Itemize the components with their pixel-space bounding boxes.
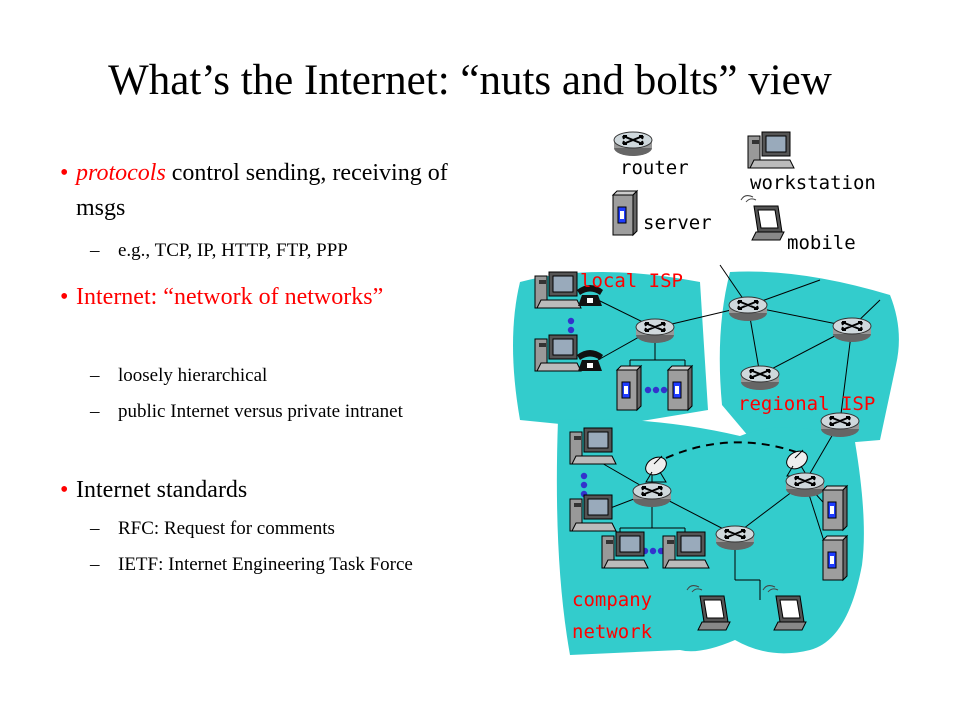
workstation-icon [569, 427, 617, 465]
sub-bullet-marker: – [90, 365, 100, 386]
server-label: server [643, 212, 712, 234]
bullet-text: Internet: “network of networks” [76, 284, 384, 310]
regional-isp-label: regional ISP [738, 393, 875, 415]
router-icon [632, 482, 672, 508]
router-icon [613, 131, 653, 157]
workstation-icon [662, 531, 710, 569]
local-isp-label: local ISP [580, 270, 683, 292]
router-icon [832, 317, 872, 343]
workstation-icon [569, 494, 617, 532]
sub-bullet-text: e.g., TCP, IP, HTTP, FTP, PPP [118, 240, 348, 261]
protocols-description: control sending, receiving of msgs [76, 160, 448, 221]
local-isp-cloud [513, 272, 708, 428]
server-icon [612, 190, 638, 236]
satellite-link [665, 441, 797, 459]
server-icon [616, 365, 642, 411]
bullet-text: Internet standards [76, 477, 248, 503]
workstation-icon [534, 334, 582, 372]
router-icon [740, 365, 780, 391]
protocols-term: protocols [76, 160, 166, 186]
mobile-label: mobile [787, 232, 856, 254]
sub-bullet-marker: – [90, 554, 100, 575]
sub-bullet-marker: – [90, 240, 100, 261]
sub-bullet-marker: – [90, 518, 100, 539]
router-icon [785, 472, 825, 498]
sub-bullet-text: public Internet versus private intranet [118, 401, 403, 422]
company-network-label-line1: company [572, 589, 652, 611]
sub-bullet-text: loosely hierarchical [118, 365, 268, 386]
bullet-marker: • [60, 284, 69, 310]
router-icon [635, 318, 675, 344]
workstation-icon [747, 131, 795, 169]
router-icon [728, 296, 768, 322]
server-icon [822, 485, 848, 531]
slide-title: What’s the Internet: “nuts and bolts” vi… [108, 57, 832, 104]
bullet-marker: • [60, 477, 69, 503]
bullet-marker: • [60, 160, 69, 186]
server-icon [822, 535, 848, 581]
router-icon [820, 412, 860, 438]
workstation-icon [534, 271, 582, 309]
router-icon [715, 525, 755, 551]
sub-bullet-text: IETF: Internet Engineering Task Force [118, 554, 413, 575]
server-icon [667, 365, 693, 411]
sub-bullet-text: RFC: Request for comments [118, 518, 335, 539]
company-network-label-line2: network [572, 621, 653, 643]
router-label: router [620, 157, 689, 179]
sub-bullet-marker: – [90, 401, 100, 422]
mobile-icon [740, 195, 785, 241]
workstation-label: workstation [750, 172, 876, 194]
workstation-icon [601, 531, 649, 569]
